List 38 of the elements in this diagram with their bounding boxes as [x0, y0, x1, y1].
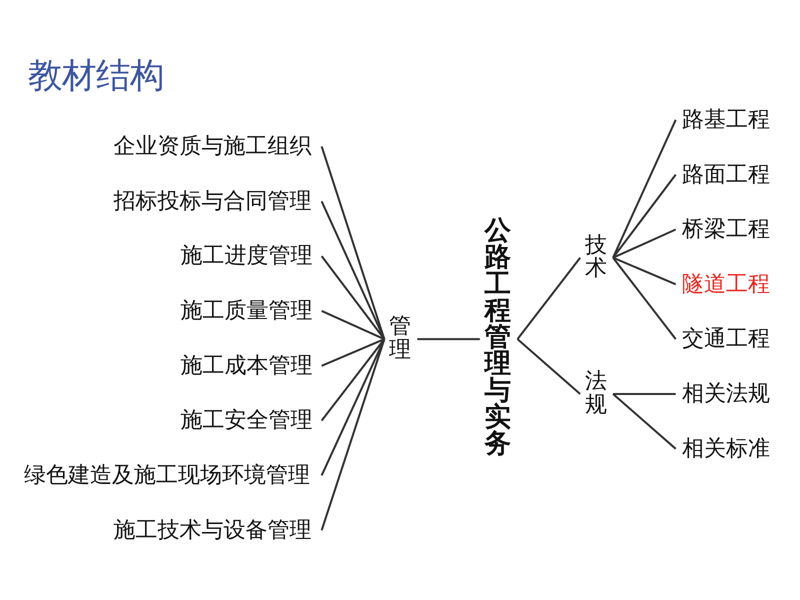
node-text: 施工质量管理: [180, 298, 313, 324]
connector: [320, 200, 386, 340]
connector: [612, 228, 676, 259]
connector: [612, 256, 676, 286]
node-text: 管理: [389, 314, 412, 363]
node-text: 桥梁工程: [682, 217, 770, 242]
connector: [516, 338, 581, 395]
connector: [320, 338, 386, 422]
connector: [321, 310, 385, 340]
node-text: 法规: [584, 369, 607, 418]
node-text: 施工成本管理: [180, 353, 313, 378]
connector: [321, 338, 385, 367]
connector: [612, 393, 676, 450]
node-text: 交通工程: [682, 326, 770, 352]
node-text: 企业资质与施工组织: [113, 134, 312, 160]
node-text: 招标投标与合同管理: [113, 188, 312, 214]
connector: [612, 174, 677, 258]
connector: [612, 119, 677, 258]
connector: [613, 392, 676, 396]
node-text: 相关法规: [682, 382, 770, 407]
connector: [320, 146, 386, 340]
connector: [320, 338, 386, 476]
node-text: 技术: [584, 232, 607, 282]
node-text: 路面工程: [682, 162, 770, 188]
node-text: 施工技术与设备管理: [113, 518, 312, 543]
connector: [320, 338, 386, 531]
connector: [516, 257, 581, 340]
diagram-title: 教材结构: [28, 56, 164, 96]
node-text: 施工安全管理: [180, 408, 313, 434]
connector: [417, 338, 480, 340]
node-text: 隧道工程: [682, 272, 770, 297]
connector: [612, 257, 677, 340]
node-text: 路基工程: [682, 107, 770, 132]
node-text: 相关标准: [682, 436, 770, 462]
node-text: 施工进度管理: [180, 244, 313, 269]
node-text: 公路工程管理与实务: [484, 215, 512, 460]
connector: [320, 256, 386, 340]
node-text: 绿色建造及施工现场环境管理: [24, 463, 310, 488]
